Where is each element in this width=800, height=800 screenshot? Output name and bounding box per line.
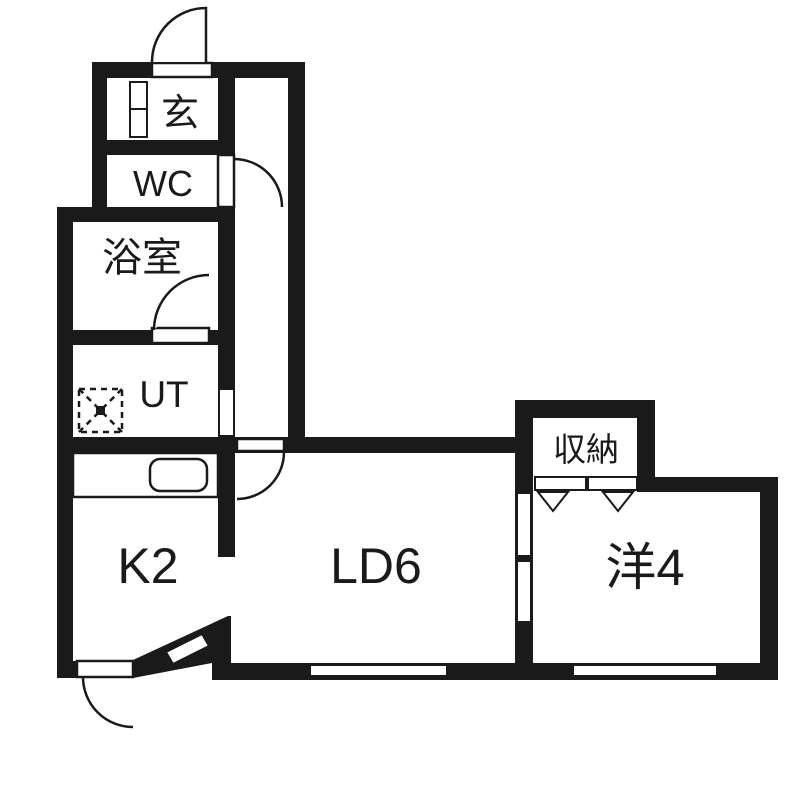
ld-window	[309, 664, 448, 677]
wall-corridor-left	[218, 207, 235, 557]
wall-genkan-right	[218, 78, 235, 155]
wc-door-leaf	[216, 153, 236, 209]
room-label-wc: WC	[133, 163, 193, 204]
bathroom-door-swing	[152, 273, 210, 331]
room-label-bathroom: 浴室	[102, 236, 182, 280]
wall-storage-right	[637, 400, 655, 490]
washer-pan-center	[96, 406, 105, 415]
shoe-cabinet-upper	[129, 81, 148, 110]
bathroom-doorway	[150, 326, 211, 345]
room-label-genkan: 玄	[161, 93, 199, 135]
entrance-doorway	[150, 61, 214, 79]
entrance-door-swing	[150, 6, 208, 63]
ld-yo4-sliding-door-lower	[516, 560, 532, 623]
room-label-ut: UT	[139, 374, 188, 415]
wall-tower-left	[92, 62, 107, 212]
wall-bottom-left-stub	[57, 661, 79, 678]
storage-door-triangle-right	[600, 491, 636, 513]
storage-door-panel-right	[587, 476, 638, 491]
balcony-doorway	[75, 659, 135, 679]
room-label-yo4: 洋4	[605, 539, 684, 596]
wall-wc-bath	[57, 207, 235, 222]
storage-door-panel-left	[534, 476, 587, 491]
hall-ld-doorway	[235, 437, 286, 453]
ut-doorway	[218, 388, 235, 437]
kitchen-sink	[148, 457, 209, 493]
ld-yo4-sliding-door-upper	[516, 492, 532, 557]
balcony-door-swing	[81, 676, 134, 729]
wall-ut-k2-ld-top	[57, 437, 515, 453]
wall-outer-right	[760, 477, 778, 680]
hall-ld-door-swing	[236, 451, 286, 501]
shoe-cabinet-lower	[129, 108, 148, 138]
wall-yo4-top	[637, 477, 778, 492]
room-label-storage: 収納	[553, 431, 619, 468]
storage-door-triangle-left	[535, 491, 571, 513]
wall-tower-right	[288, 62, 305, 453]
room-label-ld6: LD6	[330, 538, 422, 594]
diagonal-window	[164, 632, 211, 666]
wc-door-swing	[233, 157, 284, 208]
room-label-k2: K2	[117, 538, 178, 594]
wall-storage-top	[515, 400, 655, 418]
yo4-window	[572, 664, 718, 677]
wall-genkan-wc	[107, 140, 235, 155]
